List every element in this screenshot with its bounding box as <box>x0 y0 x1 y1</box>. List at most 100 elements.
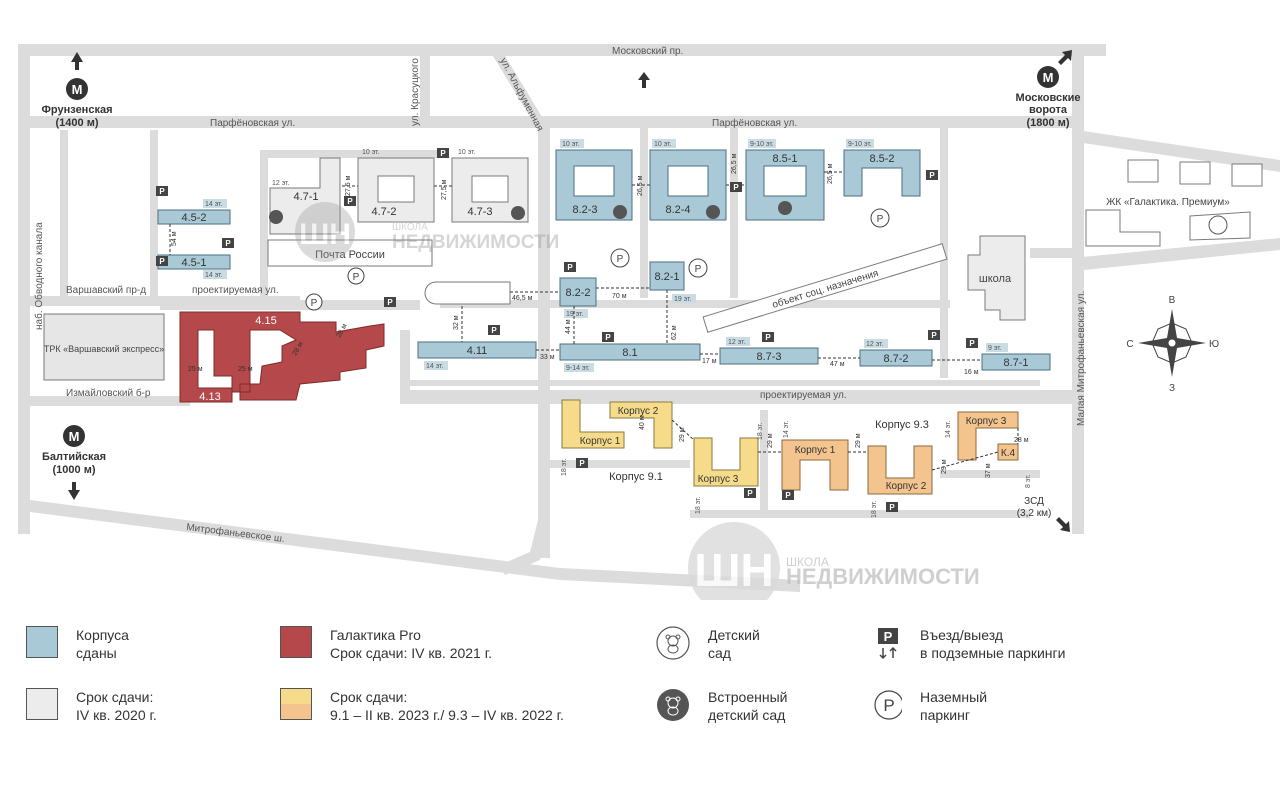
underground-parking-icon: P <box>762 332 774 342</box>
svg-text:8.7-1: 8.7-1 <box>1003 357 1028 369</box>
road-inner-3 <box>260 150 268 300</box>
building-8-5-1 <box>745 149 825 221</box>
svg-text:Корпус 9.3: Корпус 9.3 <box>875 419 929 431</box>
road-center-curve <box>500 520 550 575</box>
svg-text:27,5 м: 27,5 м <box>441 179 448 200</box>
road-left-vertical <box>18 44 30 534</box>
underground-parking-icon: P <box>576 458 588 468</box>
svg-text:16 м: 16 м <box>964 369 979 376</box>
street-izmailovsky: Измайловский б-р <box>66 387 151 399</box>
legend-swatch-2023 <box>280 688 312 720</box>
metro-distance: (1000 м) <box>53 464 96 476</box>
kindergarten-markers <box>269 201 1228 235</box>
ground-parking-icon: P <box>870 208 890 228</box>
legend-swatch-galaktika <box>280 626 312 658</box>
metro-icon <box>66 78 88 100</box>
parking-markers: P P P P P P P P P P P P P P P P P P P P … <box>156 148 978 512</box>
svg-text:8.2-2: 8.2-2 <box>565 287 590 299</box>
underground-parking-icon: P <box>602 332 614 342</box>
metro-name-2: ворота <box>1029 104 1068 116</box>
ground-parking-icon: P <box>347 267 365 285</box>
watermark-upper: ШН ШКОЛА НЕДВИЖИМОСТИ <box>295 202 559 262</box>
legend-delivered: Корпуса сданы <box>26 626 129 662</box>
svg-text:10 эт.: 10 эт. <box>654 141 672 148</box>
svg-text:P: P <box>159 187 165 196</box>
galaktika-buildings <box>179 311 385 403</box>
builtin-kindergarten-icon <box>656 688 690 722</box>
svg-text:12 эт.: 12 эт. <box>866 341 884 348</box>
svg-text:8.7-2: 8.7-2 <box>883 353 908 365</box>
road-inner-10 <box>400 380 1040 386</box>
svg-text:14 эт.: 14 эт. <box>945 420 952 438</box>
road-inner-7 <box>730 128 738 298</box>
building-labels: 4.5-2 4.5-1 4.7-1 4.7-2 4.7-3 8.2-3 8.2-… <box>181 153 1028 492</box>
street-proekt-lower: проектируемая ул. <box>760 390 847 401</box>
building-8-2-3 <box>555 149 633 221</box>
svg-text:M: M <box>72 82 83 97</box>
street-proekt-upper: проектируемая ул. <box>192 285 279 296</box>
svg-text:8.2-1: 8.2-1 <box>654 271 679 283</box>
building-8-2-2 <box>559 277 597 307</box>
road-inner-12 <box>690 510 1030 518</box>
svg-text:14 эт.: 14 эт. <box>205 272 223 279</box>
svg-text:9 эт.: 9 эт. <box>988 345 1002 352</box>
svg-text:P: P <box>931 331 937 340</box>
street-obvodny: наб. Обводного канала <box>33 222 45 330</box>
underground-parking-icon: P <box>886 502 898 512</box>
svg-text:25 м: 25 м <box>188 366 203 373</box>
road-partenovskaya <box>18 116 1080 128</box>
svg-text:4.13: 4.13 <box>199 391 220 403</box>
legend-term-2020: Срок сдачи: IV кв. 2020 г. <box>26 688 157 724</box>
ground-parking-icon: P <box>610 248 630 268</box>
road-inner-2 <box>60 130 68 300</box>
svg-text:P: P <box>440 149 446 158</box>
svg-text:M: M <box>1043 70 1054 85</box>
svg-text:26,5 м: 26,5 м <box>731 153 738 174</box>
svg-text:26,5 м: 26,5 м <box>637 175 644 196</box>
svg-text:8.2-4: 8.2-4 <box>665 204 690 216</box>
svg-text:(3,2 км): (3,2 км) <box>1017 508 1052 519</box>
builtin-kindergarten-icon <box>613 205 627 219</box>
svg-text:P: P <box>353 272 360 283</box>
builtin-kindergarten-icon <box>706 205 720 219</box>
svg-text:ШН: ШН <box>299 218 351 251</box>
underground-parking-icon: P <box>384 297 396 307</box>
svg-text:14 эт.: 14 эт. <box>783 420 790 438</box>
svg-text:НЕДВИЖИМОСТИ: НЕДВИЖИМОСТИ <box>392 232 559 253</box>
compass-s: З <box>1169 383 1175 394</box>
metro-distance: (1400 м) <box>56 117 99 129</box>
metro-distance: (1800 м) <box>1027 117 1070 129</box>
kindergarten-icon <box>656 626 690 660</box>
svg-text:ШКОЛА: ШКОЛА <box>786 555 829 569</box>
building-k93-2 <box>867 445 933 495</box>
svg-text:4.7-3: 4.7-3 <box>467 206 492 218</box>
svg-text:P: P <box>877 214 884 225</box>
svg-text:18 эт.: 18 эт. <box>871 500 878 518</box>
building-k93-3 <box>957 411 1019 461</box>
svg-text:P: P <box>695 264 702 275</box>
zsd: ЗСД (3,2 км) <box>1017 496 1070 532</box>
street-varshavsky: Варшавский пр-д <box>66 285 146 296</box>
svg-text:P: P <box>491 326 497 335</box>
road-inner-6 <box>640 128 648 298</box>
svg-text:P: P <box>387 298 393 307</box>
svg-text:32 м: 32 м <box>453 315 460 330</box>
metro-icon <box>63 425 85 447</box>
svg-text:P: P <box>567 263 573 272</box>
svg-text:P: P <box>225 239 231 248</box>
svg-text:10 эт.: 10 эт. <box>562 141 580 148</box>
zhk-label: ЖК «Галактика. Премиум» <box>1106 197 1230 208</box>
school-label: школа <box>979 273 1012 285</box>
corpus-9-1 <box>561 399 759 487</box>
svg-text:P: P <box>969 339 975 348</box>
legend-swatch-delivered <box>26 626 58 658</box>
metro-name-1: Московские <box>1016 92 1081 104</box>
svg-text:P: P <box>579 459 585 468</box>
pochta-building <box>267 239 433 267</box>
street-moskovsky: Московский пр. <box>612 46 683 57</box>
svg-text:НЕДВИЖИМОСТИ: НЕДВИЖИМОСТИ <box>786 564 980 589</box>
street-labels: Московский пр. Парфёновская ул. Парфёнов… <box>33 46 1087 545</box>
delivered-buildings <box>157 149 1051 371</box>
svg-text:18 эт.: 18 эт. <box>561 458 568 476</box>
building-8-5-2 <box>843 149 921 197</box>
